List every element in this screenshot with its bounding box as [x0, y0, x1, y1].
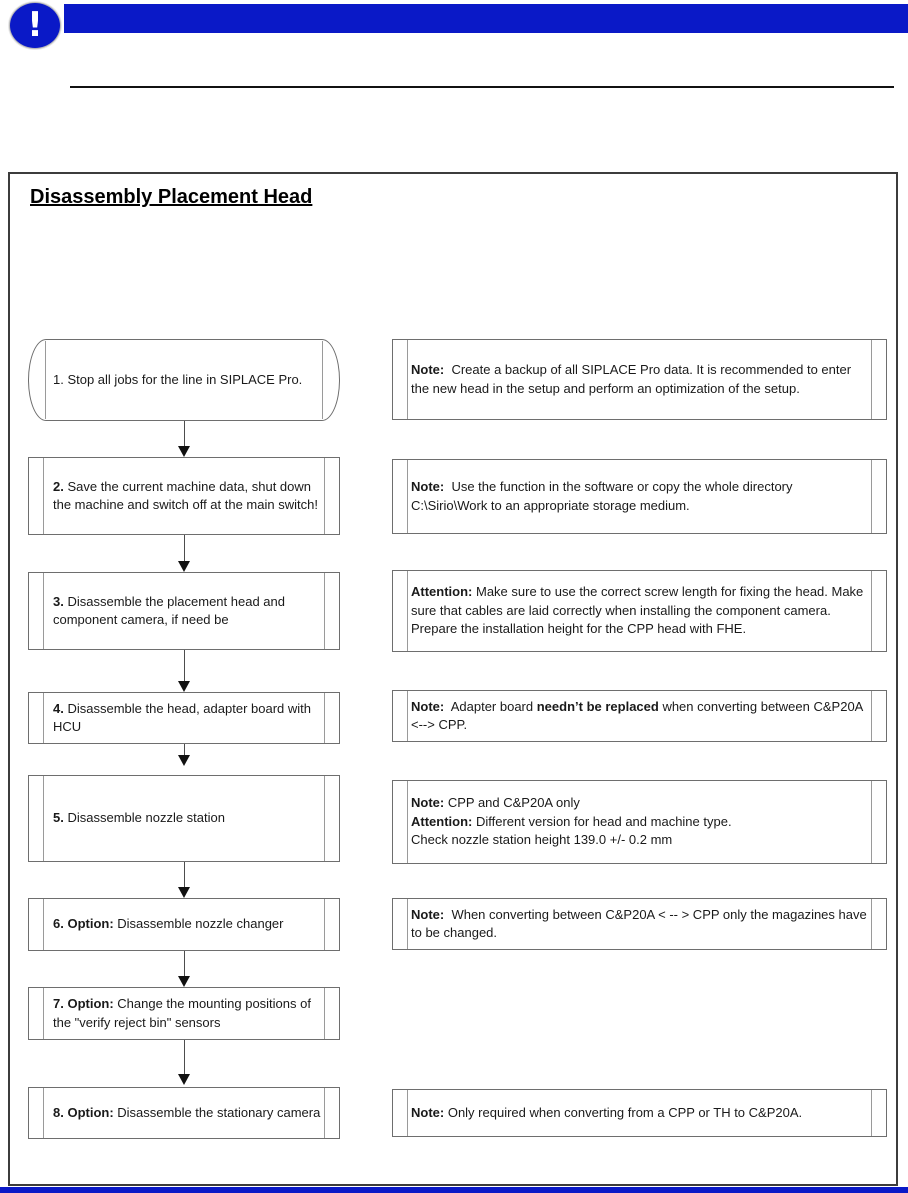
flow-step-7: 7. Option: Change the mounting positions…: [28, 987, 340, 1040]
flow-note-8: Note: Only required when converting from…: [392, 1089, 887, 1137]
flow-note-text: Attention: Make sure to use the correct …: [411, 584, 864, 637]
flow-step-2: 2. Save the current machine data, shut d…: [28, 457, 340, 535]
flow-arrow-7: [178, 1040, 191, 1085]
flow-note-3: Attention: Make sure to use the correct …: [392, 570, 887, 652]
flow-arrow-4: [178, 744, 191, 766]
flow-step-text: 1. Stop all jobs for the line in SIPLACE…: [53, 371, 303, 387]
flow-step-8: 8. Option: Disassemble the stationary ca…: [28, 1087, 340, 1139]
flow-step-text: 5. Disassemble nozzle station: [53, 810, 225, 826]
flow-step-1: 1. Stop all jobs for the line in SIPLACE…: [28, 339, 340, 421]
flow-step-text: 8. Option: Disassemble the stationary ca…: [53, 1104, 321, 1120]
flow-note-4: Note: Adapter board needn’t be replaced …: [392, 690, 887, 742]
flow-step-4: 4. Disassemble the head, adapter board w…: [28, 692, 340, 744]
arrow-shaft: [184, 421, 185, 447]
arrow-shaft: [184, 862, 185, 888]
arrow-head-icon: [178, 1074, 190, 1085]
arrow-head-icon: [178, 976, 190, 987]
exclamation-glyph: !: [27, 4, 43, 45]
header-separator-line: [70, 86, 894, 88]
flow-arrow-5: [178, 862, 191, 898]
flow-step-3: 3. Disassemble the placement head and co…: [28, 572, 340, 650]
flow-step-5: 5. Disassemble nozzle station: [28, 775, 340, 862]
arrow-shaft: [184, 744, 185, 756]
flow-step-text: 4. Disassemble the head, adapter board w…: [53, 700, 315, 734]
arrow-head-icon: [178, 681, 190, 692]
header-bar: [64, 4, 908, 33]
flow-step-text: 3. Disassemble the placement head and co…: [53, 593, 289, 627]
flow-note-1: Note: Create a backup of all SIPLACE Pro…: [392, 339, 887, 420]
mandatory-exclamation-icon: !: [9, 2, 61, 49]
flow-note-text: Note: Use the function in the software o…: [411, 479, 797, 513]
flow-step-text: 6. Option: Disassemble nozzle changer: [53, 916, 284, 932]
flow-note-text: Note: CPP and C&P20A only Attention: Dif…: [411, 795, 732, 848]
flow-arrow-2: [178, 535, 191, 572]
flow-step-text: 7. Option: Change the mounting positions…: [53, 996, 315, 1030]
flow-note-2: Note: Use the function in the software o…: [392, 459, 887, 534]
page-title: Disassembly Placement Head: [30, 186, 313, 208]
flowchart-frame: Disassembly Placement Head 1. Stop all j…: [8, 172, 898, 1186]
flow-note-text: Note: Adapter board needn’t be replaced …: [411, 698, 867, 732]
flow-arrow-6: [178, 951, 191, 987]
arrow-shaft: [184, 650, 185, 682]
arrow-head-icon: [178, 755, 190, 766]
flow-arrow-3: [178, 650, 191, 692]
arrow-shaft: [184, 1040, 185, 1075]
flow-step-6: 6. Option: Disassemble nozzle changer: [28, 898, 340, 951]
footer-bar: [0, 1187, 908, 1193]
flow-arrow-1: [178, 421, 191, 457]
flow-step-text: 2. Save the current machine data, shut d…: [53, 478, 318, 512]
flow-note-text: Note: Create a backup of all SIPLACE Pro…: [411, 362, 855, 396]
arrow-shaft: [184, 951, 185, 977]
flow-note-5: Note: CPP and C&P20A only Attention: Dif…: [392, 780, 887, 864]
arrow-head-icon: [178, 887, 190, 898]
flow-note-text: Note: Only required when converting from…: [411, 1104, 803, 1120]
flow-note-text: Note: When converting between C&P20A < -…: [411, 906, 871, 940]
flow-note-6: Note: When converting between C&P20A < -…: [392, 898, 887, 950]
arrow-head-icon: [178, 446, 190, 457]
arrow-head-icon: [178, 561, 190, 572]
arrow-shaft: [184, 535, 185, 562]
